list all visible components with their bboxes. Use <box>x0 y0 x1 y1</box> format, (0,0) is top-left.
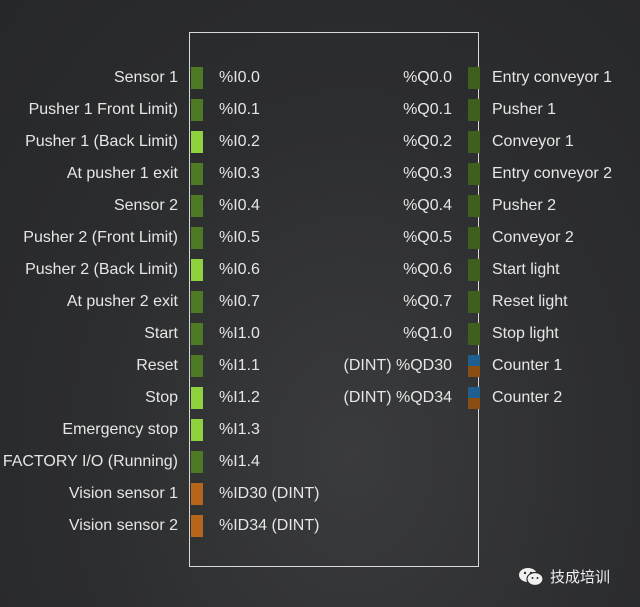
input-address: %I1.4 <box>219 453 260 470</box>
input-indicator[interactable] <box>191 131 203 153</box>
input-indicator[interactable] <box>191 419 203 441</box>
input-address: %I0.0 <box>219 69 260 86</box>
input-indicator[interactable] <box>191 355 203 377</box>
output-address: %Q0.4 <box>403 197 452 214</box>
output-indicator[interactable] <box>468 227 480 249</box>
input-address: %I1.3 <box>219 421 260 438</box>
input-label: Emergency stop <box>62 421 178 438</box>
input-indicator[interactable] <box>191 515 203 537</box>
output-indicator[interactable] <box>468 195 480 217</box>
input-address: %I1.2 <box>219 389 260 406</box>
output-indicator[interactable] <box>468 163 480 185</box>
output-label: Reset light <box>492 293 568 310</box>
output-address: %Q1.0 <box>403 325 452 342</box>
output-indicator[interactable] <box>468 131 480 153</box>
output-address: (DINT) %QD30 <box>343 357 452 374</box>
input-address: %I1.0 <box>219 325 260 342</box>
input-label: Pusher 1 Front Limit) <box>28 101 178 118</box>
input-label: Reset <box>136 357 178 374</box>
input-indicator[interactable] <box>191 387 203 409</box>
input-label: Vision sensor 1 <box>68 485 178 502</box>
output-address: (DINT) %QD34 <box>343 389 452 406</box>
output-label: Conveyor 1 <box>492 133 574 150</box>
input-label: Sensor 2 <box>113 197 178 214</box>
input-indicator[interactable] <box>191 483 203 505</box>
output-label: Stop light <box>492 325 559 342</box>
input-address: %ID30 (DINT) <box>219 485 320 502</box>
input-indicator[interactable] <box>191 323 203 345</box>
input-label: FACTORY I/O (Running) <box>2 453 178 470</box>
output-indicator[interactable] <box>468 259 480 281</box>
output-label: Entry conveyor 2 <box>492 165 613 182</box>
input-indicator[interactable] <box>191 227 203 249</box>
output-indicator[interactable] <box>468 291 480 313</box>
output-indicator[interactable] <box>468 67 480 89</box>
indicator-part <box>468 355 480 366</box>
indicator-part <box>468 398 480 409</box>
output-label: Counter 1 <box>492 357 563 374</box>
output-address: %Q0.0 <box>403 69 452 86</box>
output-label: Counter 2 <box>492 389 563 406</box>
output-address: %Q0.3 <box>403 165 452 182</box>
input-address: %I0.5 <box>219 229 260 246</box>
input-label: At pusher 1 exit <box>66 165 178 182</box>
input-label: Pusher 1 (Back Limit) <box>25 133 178 150</box>
input-address: %I1.1 <box>219 357 260 374</box>
watermark: 技成培训 <box>518 566 610 587</box>
input-address: %I0.7 <box>219 293 260 310</box>
indicator-part <box>468 366 480 377</box>
input-address: %I0.2 <box>219 133 260 150</box>
input-indicator[interactable] <box>191 67 203 89</box>
wechat-icon <box>518 567 544 587</box>
output-address: %Q0.2 <box>403 133 452 150</box>
output-address: %Q0.7 <box>403 293 452 310</box>
output-address: %Q0.1 <box>403 101 452 118</box>
output-address: %Q0.6 <box>403 261 452 278</box>
input-indicator[interactable] <box>191 291 203 313</box>
watermark-text: 技成培训 <box>550 569 611 586</box>
input-indicator[interactable] <box>191 163 203 185</box>
output-label: Pusher 2 <box>492 197 557 214</box>
output-indicator[interactable] <box>468 323 480 345</box>
input-indicator[interactable] <box>191 195 203 217</box>
output-label: Conveyor 2 <box>492 229 574 246</box>
output-indicator[interactable] <box>468 387 480 409</box>
input-indicator[interactable] <box>191 99 203 121</box>
input-address: %I0.1 <box>219 101 260 118</box>
indicator-part <box>468 387 480 398</box>
input-indicator[interactable] <box>191 451 203 473</box>
input-label: Pusher 2 (Front Limit) <box>23 229 178 246</box>
input-address: %I0.3 <box>219 165 260 182</box>
output-label: Start light <box>492 261 560 278</box>
output-label: Pusher 1 <box>492 101 557 118</box>
output-label: Entry conveyor 1 <box>492 69 613 86</box>
input-label: Sensor 1 <box>113 69 178 86</box>
input-indicator[interactable] <box>191 259 203 281</box>
input-label: Stop <box>145 389 178 406</box>
input-address: %I0.4 <box>219 197 260 214</box>
input-label: At pusher 2 exit <box>66 293 178 310</box>
output-indicator[interactable] <box>468 355 480 377</box>
input-address: %ID34 (DINT) <box>219 517 320 534</box>
output-indicator[interactable] <box>468 99 480 121</box>
input-label: Pusher 2 (Back Limit) <box>25 261 178 278</box>
input-label: Start <box>144 325 178 342</box>
input-address: %I0.6 <box>219 261 260 278</box>
input-label: Vision sensor 2 <box>68 517 178 534</box>
output-address: %Q0.5 <box>403 229 452 246</box>
